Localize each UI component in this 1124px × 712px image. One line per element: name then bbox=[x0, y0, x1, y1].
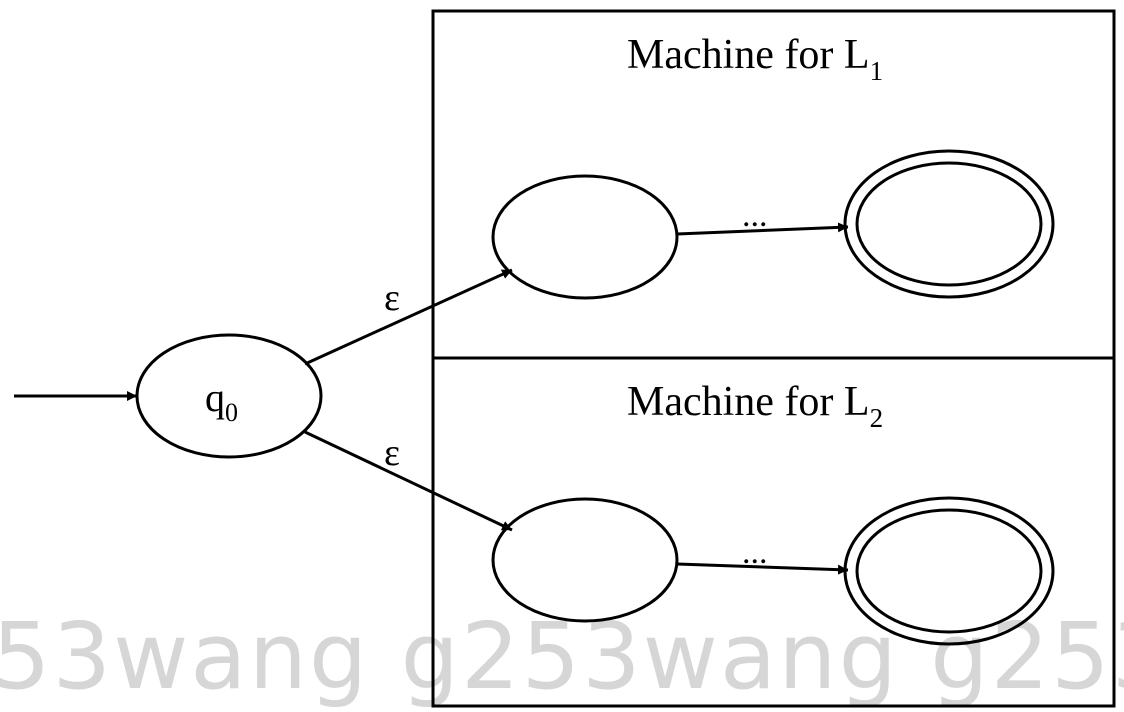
machine-1-accept-state-outer bbox=[843, 149, 1055, 299]
machine-2-ellipsis: ... bbox=[742, 534, 768, 571]
machine-2-subscript: 2 bbox=[870, 403, 884, 433]
epsilon-transition-lower bbox=[304, 430, 513, 532]
machine-2-inner-transition bbox=[676, 562, 849, 575]
start-state-label: q0 bbox=[205, 375, 238, 427]
start-state-q0 bbox=[135, 333, 323, 459]
machine-1-accept-state-inner bbox=[855, 161, 1043, 287]
machine-1-title: Machine for L1 bbox=[627, 32, 883, 86]
machine-2-box bbox=[431, 356, 1116, 708]
epsilon-transition-upper bbox=[304, 268, 513, 366]
machine-2-title: Machine for L2 bbox=[627, 379, 883, 433]
machine-2-accept-state-outer bbox=[843, 496, 1055, 646]
machine-2-accept-state-inner bbox=[855, 508, 1043, 634]
machine-1-subscript: 1 bbox=[870, 56, 884, 86]
machine-1-ellipsis: ... bbox=[742, 197, 768, 234]
epsilon-label-lower: ε bbox=[384, 432, 400, 474]
machine-1-start-state bbox=[491, 174, 679, 300]
epsilon-label-upper: ε bbox=[384, 277, 400, 319]
start-state-subscript: 0 bbox=[225, 398, 238, 427]
machine-1-inner-transition bbox=[676, 222, 849, 236]
watermark-text: 53wang g253wang g253wan bbox=[0, 603, 1124, 710]
machine-2-start-state bbox=[491, 497, 679, 623]
